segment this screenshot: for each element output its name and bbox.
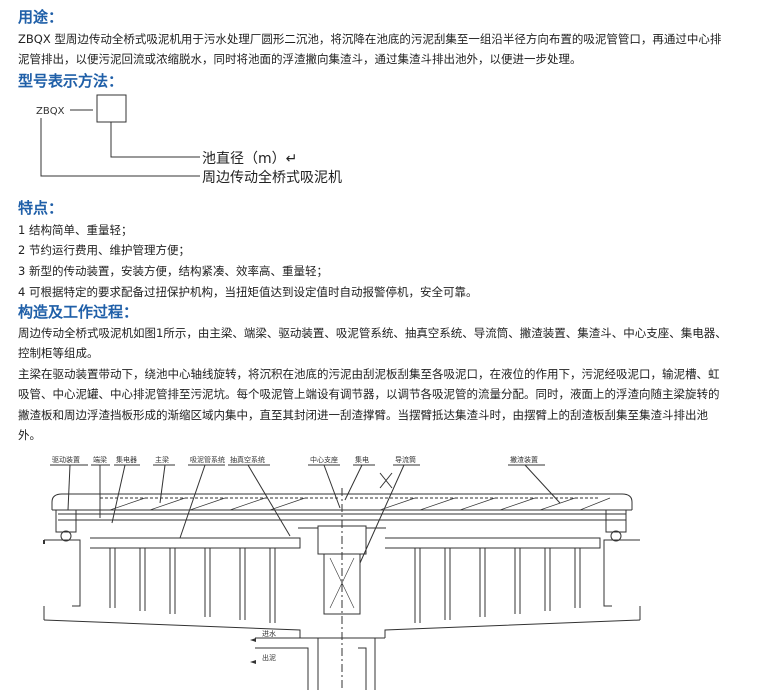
callout-label: 集电 [355, 455, 369, 464]
callout-label: 驱动装置 [52, 455, 80, 464]
structure-para-1-line-1: 周边传动全桥式吸泥机如图1所示，由主梁、端梁、驱动装置、吸泥管系统、抽真空系统、… [18, 326, 727, 340]
machine-drawing: 驱动装置 端梁 集电器 主梁 吸泥管系统 抽真空系统 中心支座 集电 导流筒 撇… [43, 455, 641, 690]
callout-label: 导流筒 [395, 455, 416, 464]
wheel-left [60, 530, 72, 542]
usage-line-2: 泥管排出，以便污泥回流或浓缩脱水，同时将池面的浮渣撇向集渣斗，通过集渣斗排出池外… [18, 52, 582, 66]
structure-para-2-line-2: 吸管、中心泥罐、中心排泥管排至污泥坑。每个吸泥管上端设有调节器，以调节各吸泥管的… [18, 387, 720, 401]
inlet-label: 进水 [262, 629, 276, 638]
feature-item: 2 节约运行费用、维护管理方便； [18, 243, 190, 257]
structure-para-1-line-2: 控制柜等组成。 [18, 346, 99, 360]
usage-heading: 用途： [18, 8, 64, 26]
callout-label: 集电器 [116, 455, 137, 464]
structure-para-2-line-4: 外。 [18, 428, 41, 442]
structure-heading: 构造及工作过程： [18, 303, 139, 321]
machine-name-label: 周边传动全桥式吸泥机 [202, 169, 342, 186]
callout-label: 中心支座 [310, 455, 338, 464]
diameter-label: 池直径（m）↵ [202, 150, 297, 167]
model-code: ZBQX [36, 106, 65, 117]
callout-label: 吸泥管系统 [190, 455, 225, 464]
callout-label: 端梁 [93, 455, 107, 464]
name-leader [40, 118, 200, 177]
inlet-arrow [250, 638, 256, 642]
structure-para-2-line-3: 撇渣板和周边浮渣挡板形成的渐缩区域内集中，直至其封闭进一刮渣撑臂。当摆臂抵达集渣… [18, 408, 708, 422]
model-box [96, 94, 127, 123]
callout-label: 主梁 [155, 455, 169, 464]
feature-item: 1 结构简单、重量轻； [18, 223, 133, 237]
model-diagram: ZBQX 池直径（m）↵ 周边传动全桥式吸泥机 [36, 94, 342, 186]
callout-label: 撇渣装置 [510, 455, 538, 464]
suction-pipes [90, 537, 601, 623]
wheel-right [610, 530, 622, 542]
center-column [298, 488, 386, 690]
feature-item: 3 新型的传动装置，安装方便，结构紧凑、效率高、重量轻； [18, 264, 328, 278]
truss [109, 497, 611, 511]
callout-label: 抽真空系统 [230, 455, 265, 464]
outlet-label: 出泥 [262, 653, 276, 662]
model-heading: 型号表示方法： [18, 72, 124, 90]
features-heading: 特点： [18, 199, 64, 217]
drive-unit-right [605, 509, 627, 533]
pipes-bottom [255, 637, 376, 690]
structure-para-2-line-1: 主梁在驱动装置带动下，绕池中心轴线旋转，将沉积在池底的污泥由刮泥板刮集至各吸泥口… [18, 367, 720, 381]
outlet-arrow [250, 660, 256, 664]
usage-line-1: ZBQX 型周边传动全桥式吸泥机用于污水处理厂圆形二沉池，将沉降在池底的污泥刮集… [18, 32, 722, 46]
callout-leaders [50, 464, 561, 564]
drive-unit-left [55, 509, 77, 533]
feature-item: 4 可根据特定的要求配备过扭保护机构，当扭矩值达到设定值时自动报警停机，安全可靠… [18, 285, 478, 299]
diameter-leader [110, 122, 200, 158]
